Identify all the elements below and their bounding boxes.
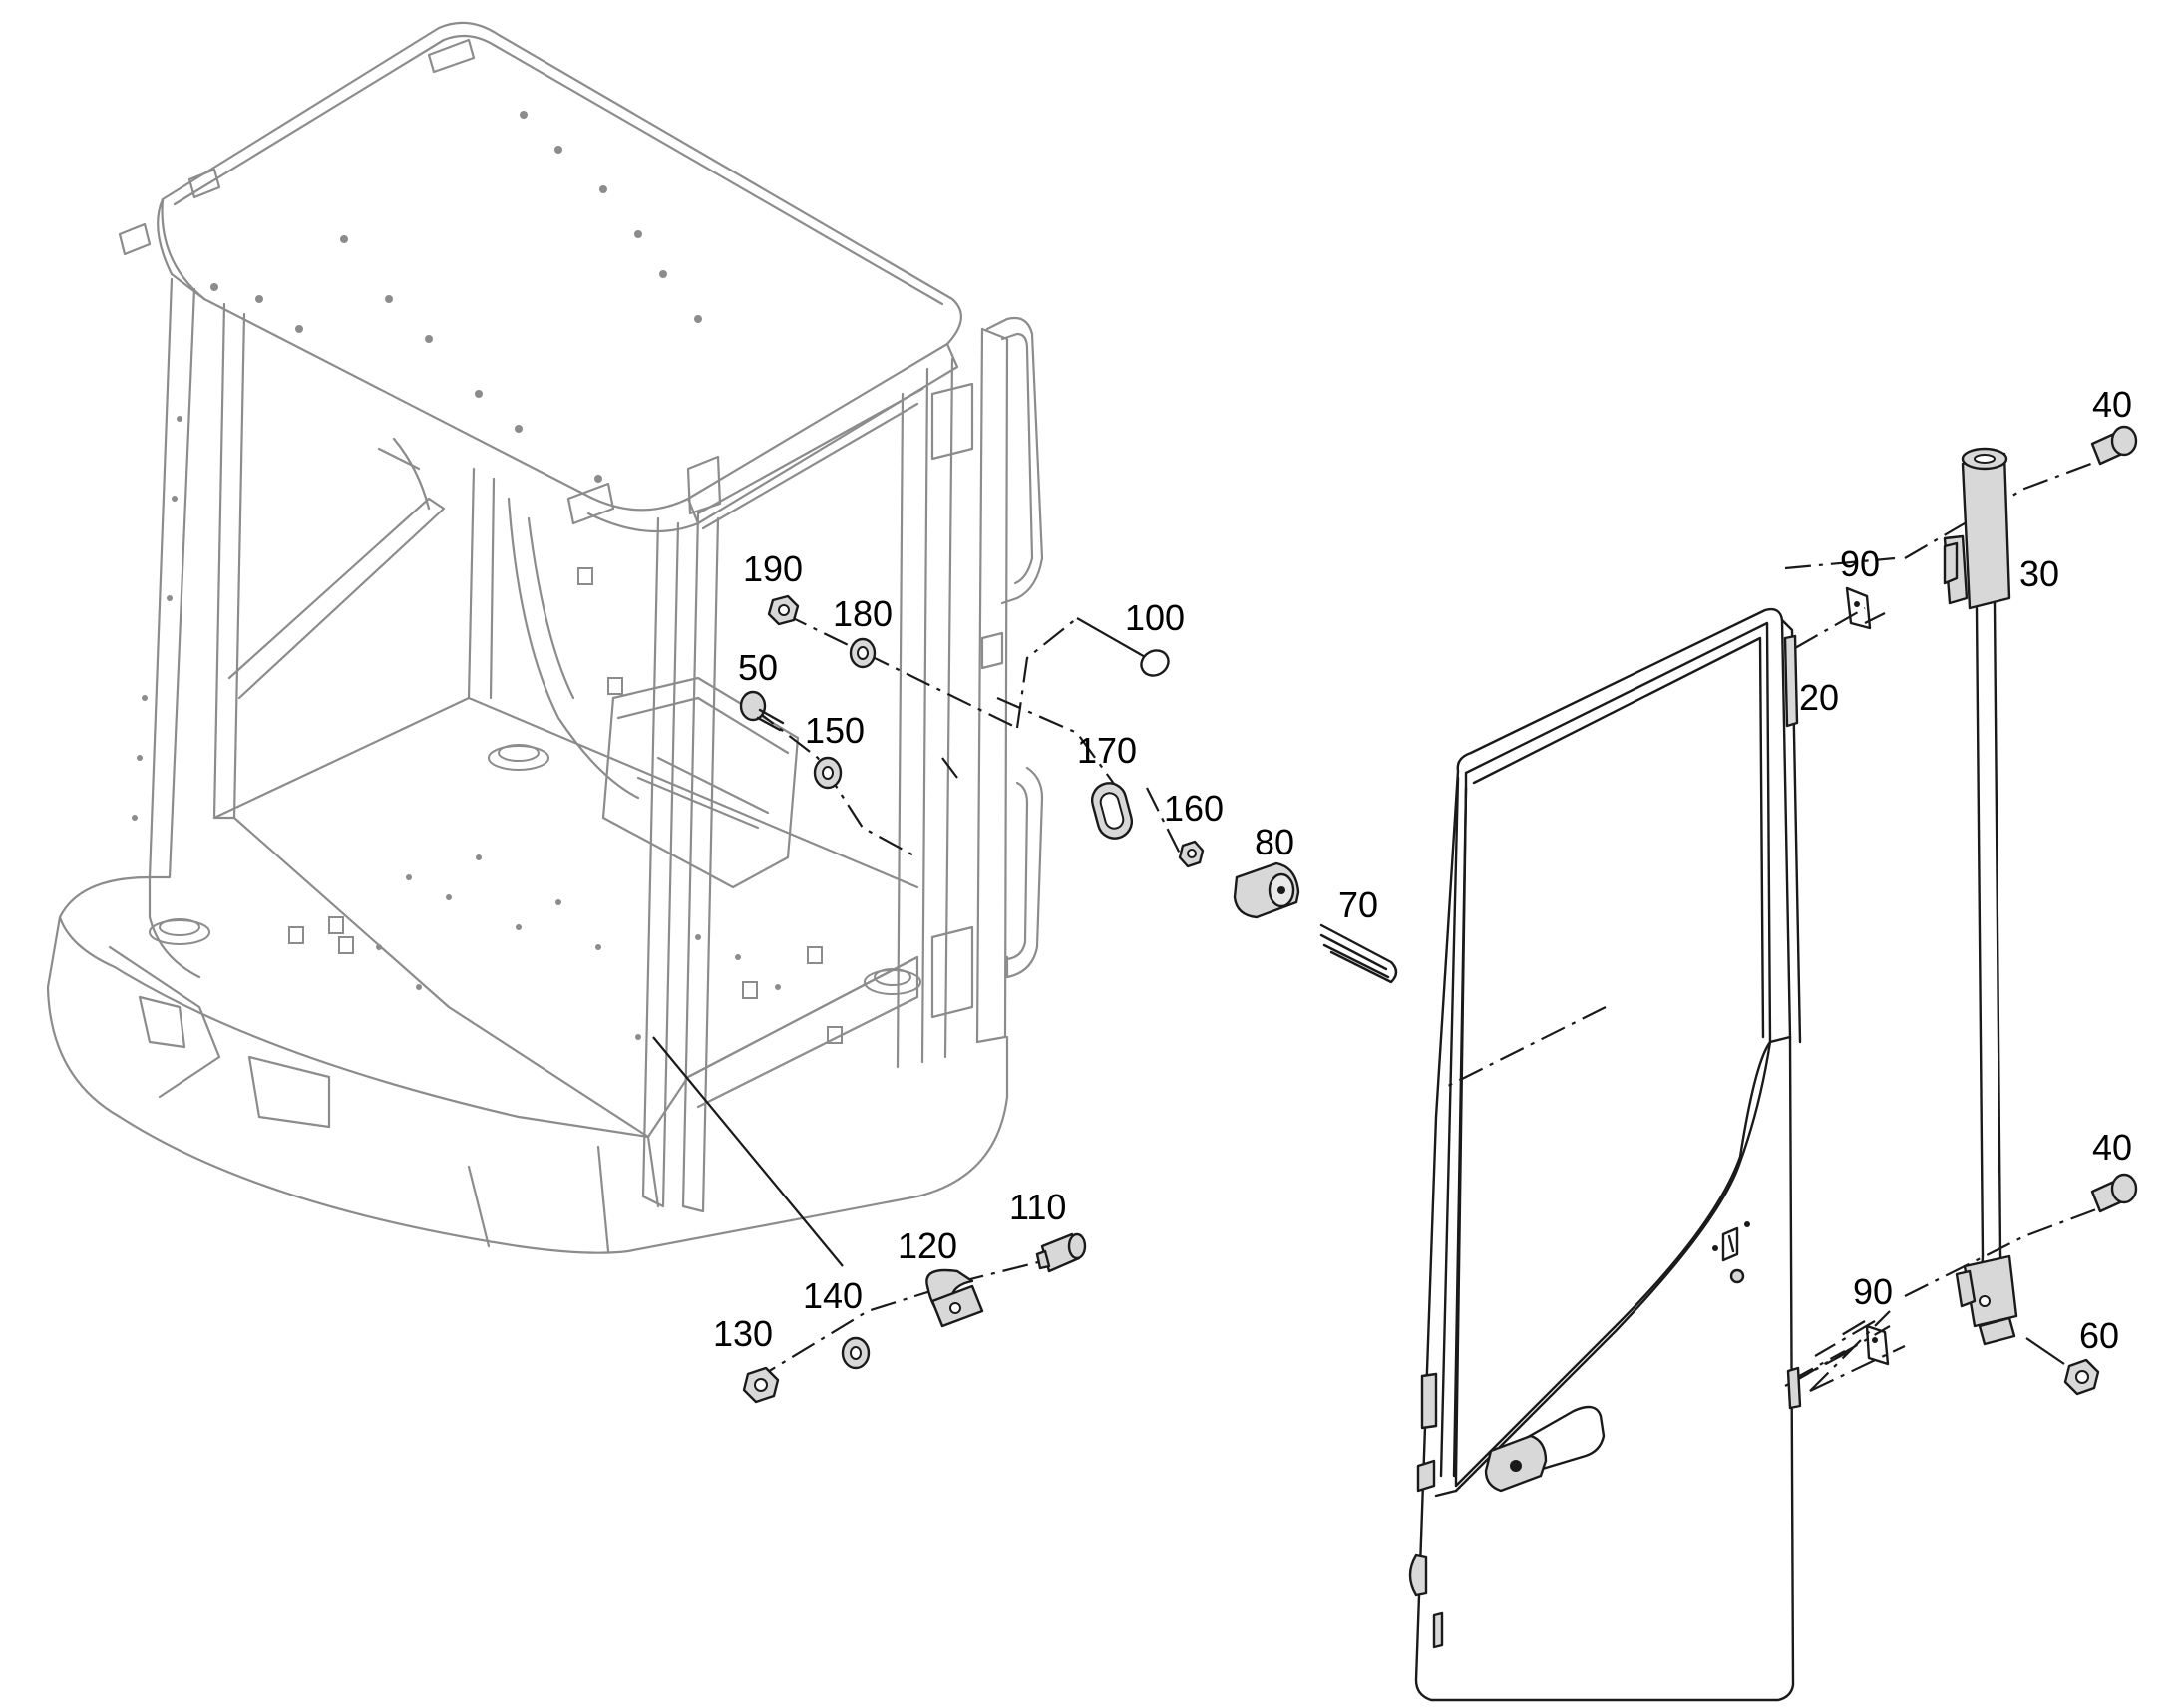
callout-160: 160 — [1164, 788, 1224, 829]
plug-100-icon — [1140, 649, 1170, 677]
callout-120: 120 — [898, 1225, 957, 1266]
callout-30: 30 — [2019, 553, 2059, 594]
nut-60-icon — [2063, 1358, 2100, 1396]
callout-170: 170 — [1077, 730, 1137, 771]
callout-70: 70 — [1338, 884, 1378, 925]
callout-130: 130 — [713, 1313, 773, 1354]
callout-140: 140 — [803, 1275, 863, 1316]
washer-180-icon — [849, 637, 877, 669]
washer-150-icon — [813, 756, 843, 790]
callout-180: 180 — [833, 593, 893, 634]
callout-80: 80 — [1255, 822, 1294, 862]
callout-60: 60 — [2079, 1315, 2119, 1356]
bolt-50-icon — [739, 690, 785, 732]
washer-140-icon — [841, 1336, 871, 1370]
callout-110: 110 — [1009, 1187, 1066, 1227]
callout-40-bottom: 40 — [2092, 1127, 2132, 1168]
bolt-40a-icon — [2090, 425, 2138, 466]
buffer-80-icon — [1233, 861, 1300, 919]
nut-190-icon — [767, 594, 800, 626]
bolt-110-icon — [1035, 1232, 1087, 1273]
hinge-tab-90a-icon — [1845, 586, 1872, 630]
hinge-tab-90b-icon — [1865, 1324, 1890, 1366]
bracket-120-icon — [925, 1268, 984, 1328]
callout-40-top: 40 — [2092, 384, 2132, 425]
nut-160-icon — [1178, 840, 1205, 868]
callout-190: 190 — [743, 548, 803, 589]
ring-170-icon — [1090, 782, 1134, 840]
nut-130-icon — [742, 1366, 780, 1404]
callout-150: 150 — [805, 710, 865, 751]
callout-20: 20 — [1799, 677, 1839, 718]
callout-90-top: 90 — [1840, 543, 1880, 584]
callout-90-bottom: 90 — [1853, 1271, 1893, 1312]
gas-strut-icon — [1943, 447, 2018, 1346]
callout-100: 100 — [1125, 597, 1185, 638]
spring-clip-70-icon — [1319, 923, 1398, 984]
callout-50: 50 — [738, 647, 778, 688]
bolt-40b-icon — [2090, 1173, 2138, 1213]
door-panel-icon — [1408, 607, 1802, 1702]
cab-frame-icon — [46, 21, 1044, 1254]
